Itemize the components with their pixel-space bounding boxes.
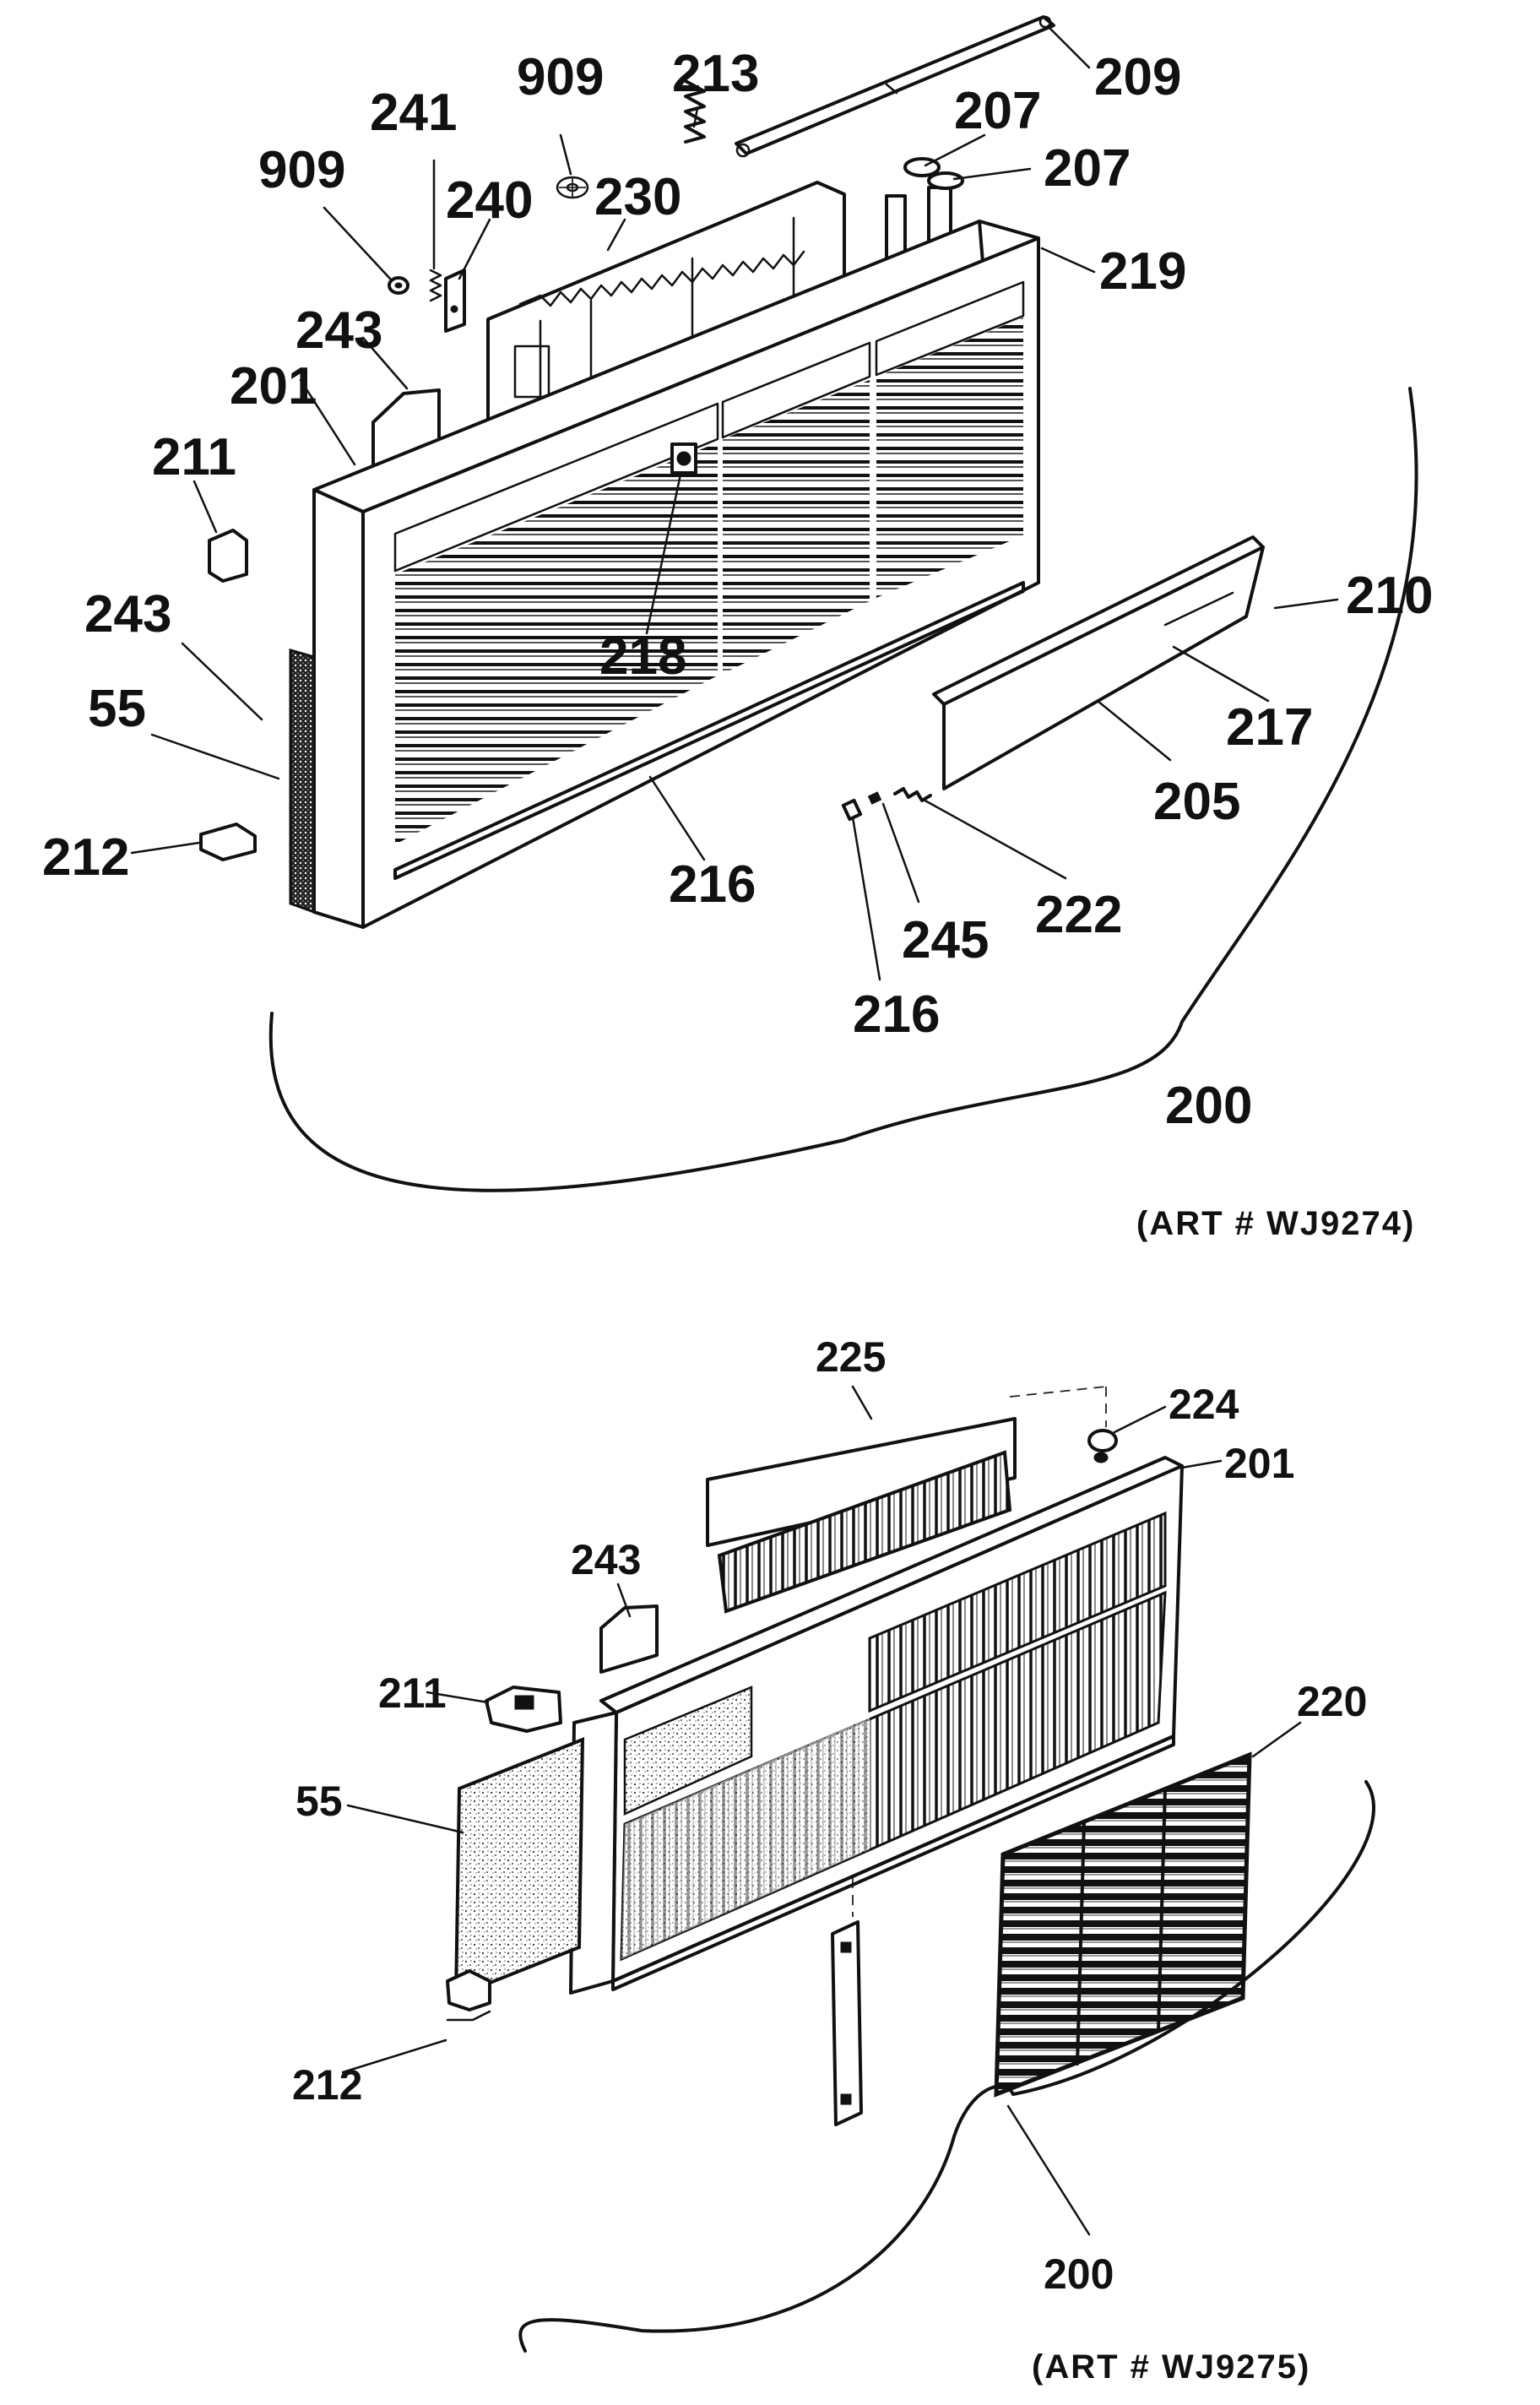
label-222: 222 [1035,886,1122,944]
label-217: 217 [1226,698,1313,757]
top-rail-part [735,15,1055,158]
side-bracket-part [831,1920,863,2126]
handle-part-bottom [599,1604,659,1674]
assembly-brace-bottom [518,1780,1375,2353]
nut-part [388,276,409,295]
label-213: 213 [672,45,759,103]
front-panel-part [312,220,1040,929]
label-243-mid: 243 [84,585,171,643]
assembly-brace [268,387,1418,1192]
part-labels-bottom: 225 224 201 243 211 220 55 212 200 (ART … [292,1333,1367,2386]
label-200-top: 200 [1165,1077,1252,1135]
small-spring-part [429,269,442,302]
clip-part-bottom [446,1686,562,2022]
label-909-left: 909 [258,141,345,199]
leader-lines-bottom [341,1385,1302,2236]
art-number-bottom: (ART # WJ9275) [1032,2348,1310,2386]
label-243-top: 243 [296,301,382,360]
label-200-bottom: 200 [1044,2250,1114,2298]
label-207-lower: 207 [1044,139,1131,198]
label-212-bottom: 212 [292,2061,362,2109]
back-sheet-part [706,1417,1017,1547]
label-201: 201 [230,357,317,415]
label-220: 220 [1297,1678,1367,1725]
label-201-bottom: 201 [1224,1440,1294,1487]
deflector-part [932,535,1265,790]
label-243-bottom: 243 [571,1536,641,1583]
label-210: 210 [1346,567,1433,625]
label-205: 205 [1153,773,1240,831]
label-218: 218 [599,627,686,686]
label-230: 230 [594,168,681,226]
part-labels-top: 909 213 241 909 240 209 207 207 230 219 … [42,45,1433,1242]
pin-set-part [841,787,932,822]
label-909-top: 909 [517,48,604,106]
label-55-top: 55 [88,680,146,738]
label-245: 245 [902,911,989,969]
bracket-part [444,269,466,333]
label-224: 224 [1169,1381,1239,1428]
label-207-upper: 207 [954,82,1041,140]
filter-part [289,649,316,915]
upper-grille-part [717,1450,1012,1614]
art-number-top: (ART # WJ9274) [1136,1205,1415,1242]
label-225: 225 [816,1333,886,1381]
washer-part [556,176,589,199]
label-211-bottom: 211 [378,1669,447,1717]
label-211-top: 211 [152,428,236,486]
label-241: 241 [370,84,457,142]
label-209: 209 [1094,48,1181,106]
label-219: 219 [1099,242,1186,301]
top-assembly: 909 213 241 909 240 209 207 207 230 219 … [42,15,1433,1242]
leader-lines [130,27,1339,981]
spring-part [684,79,706,144]
filter-part-bottom [453,1737,585,1999]
label-216-pin: 216 [853,985,940,1044]
bottom-assembly: 225 224 201 243 211 220 55 212 200 (ART … [292,1333,1375,2386]
knob-part [1087,1429,1118,1463]
front-grille-part [994,1751,1252,2098]
clip-part [199,529,257,861]
label-212-top: 212 [42,828,129,887]
label-55-bottom: 55 [296,1778,343,1825]
label-240: 240 [446,171,533,230]
label-216-panel: 216 [669,855,756,914]
front-panel-part-bottom [569,1456,1184,1995]
